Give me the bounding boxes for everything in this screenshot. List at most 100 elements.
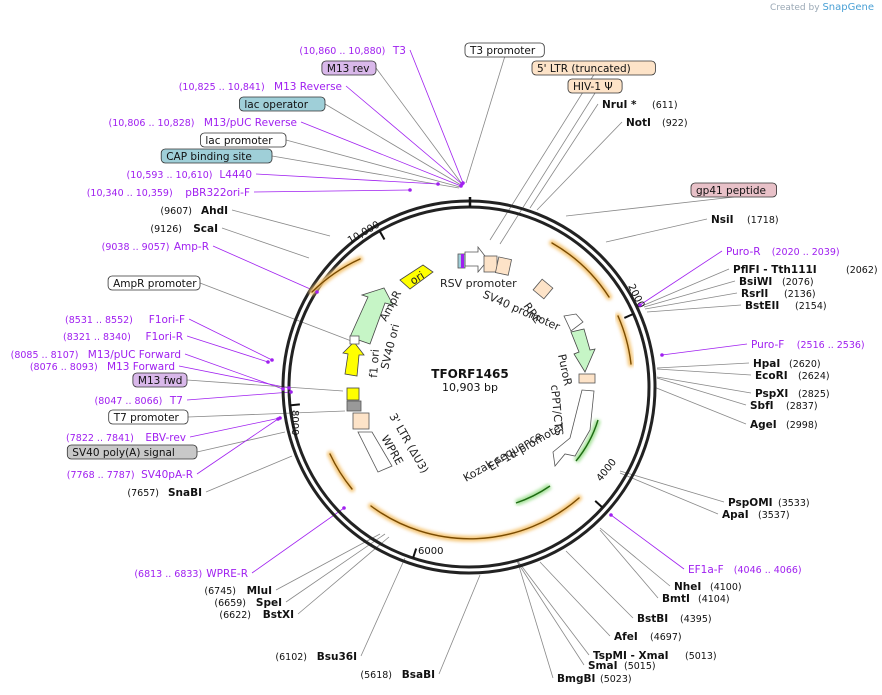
map-label-5-ltr-truncated: 5' LTR (truncated) — [531, 60, 656, 76]
primer-mark — [408, 188, 412, 192]
arc-green-2-line — [515, 485, 551, 504]
map-label-apai: ApaI(3537) — [722, 509, 790, 521]
feature-small-yellow — [346, 387, 360, 401]
label-text: BsiWI — [739, 276, 772, 288]
label-range: (8076 .. 8093) — [30, 362, 98, 373]
label-text: PspXI — [755, 388, 788, 400]
feature-3ltr-box — [352, 412, 370, 430]
feature-label-kozak-sequence: Kozak sequence — [461, 429, 545, 485]
map-label-m13-puc-forward: M13/pUC Forward(8085 .. 8107) — [11, 349, 181, 361]
label-text: WPRE-R — [206, 568, 248, 580]
label-position: (5618) — [360, 670, 392, 681]
label-text: T7 promoter — [113, 412, 180, 424]
leader-line — [619, 470, 725, 503]
leader-line — [345, 85, 463, 185]
leader-line — [231, 209, 331, 237]
map-label-sbfi: SbfI(2837) — [750, 400, 818, 412]
map-label-gp41-peptide: gp41 peptide — [690, 182, 777, 198]
label-position: (6102) — [275, 652, 307, 663]
label-text: SmaI — [588, 660, 618, 672]
label-position: (9126) — [150, 224, 182, 235]
label-text: NsiI — [711, 214, 734, 226]
map-label-puro-r: Puro-R(2020 .. 2039) — [726, 246, 840, 258]
leader-line — [186, 379, 344, 392]
map-label-ebv-rev: EBV-rev(7822 .. 7841) — [66, 432, 186, 444]
label-box — [531, 60, 656, 76]
feature-cppt-box — [578, 373, 596, 384]
primer-mark — [315, 290, 319, 294]
label-text: BstEII — [745, 300, 779, 312]
map-label-smai: SmaI(5015) — [588, 660, 656, 672]
primer-mark — [289, 390, 293, 394]
ruler-tick — [412, 548, 418, 559]
label-text: M13 Reverse — [274, 81, 342, 93]
map-label-cap-binding-site: CAP binding site — [160, 148, 273, 164]
label-range: (8321 .. 8340) — [63, 332, 131, 343]
label-text: M13 fwd — [138, 375, 183, 387]
label-range: (10,593 .. 10,610) — [127, 170, 213, 181]
map-label-ef1a-f: EF1a-F(4046 .. 4066) — [688, 564, 802, 576]
label-text: AgeI — [750, 419, 777, 431]
ruler-label: 8000 — [289, 410, 300, 435]
map-label-bstbi: BstBI(4395) — [637, 613, 712, 625]
map-label-afei: AfeI (4697) — [614, 631, 682, 643]
primer-mark — [342, 506, 346, 510]
label-position: (2076) — [782, 277, 814, 288]
label-text: PflFI - Tth111I — [733, 264, 817, 276]
label-text: M13/pUC Forward — [88, 349, 181, 361]
feature-label-sv40-ori: SV40 ori — [378, 323, 402, 371]
feature-ampr-arrow — [349, 287, 394, 345]
primer-mark — [266, 360, 270, 364]
label-text: SbfI — [750, 400, 774, 412]
ruler-tick — [623, 312, 634, 319]
map-label-nhei: NheI(4100) — [674, 581, 742, 593]
label-text: BmgBI — [557, 673, 595, 685]
label-position: (4697) — [650, 632, 682, 643]
map-label-f1ori-f: F1ori-F(8531 .. 8552) — [65, 314, 185, 326]
label-text: BstBI — [637, 613, 668, 625]
map-label-ampr-promoter: AmpR promoter — [107, 275, 201, 291]
label-range: (7768 .. 7787) — [67, 470, 135, 481]
label-range: (10,860 .. 10,880) — [299, 46, 385, 57]
label-text: RsrII — [741, 288, 768, 300]
map-label-snabi: SnaBI(7657) — [127, 487, 202, 499]
map-label-m13-puc-reverse: M13/pUC Reverse(10,806 .. 10,828) — [109, 117, 297, 129]
ruler-tick — [289, 403, 300, 407]
label-box — [690, 182, 777, 198]
label-text: MluI — [247, 585, 272, 597]
feature-rre-box — [532, 278, 554, 300]
feature-hiv-box-top — [494, 256, 512, 276]
label-text: Amp-R — [174, 241, 209, 253]
primer-mark — [660, 353, 664, 357]
label-position: (3537) — [758, 510, 790, 521]
label-text: 5' LTR (truncated) — [537, 63, 631, 75]
arc-puror-outer-line — [551, 242, 610, 298]
ruler-label: 4000 — [595, 457, 619, 484]
map-label-t3: T3(10,860 .. 10,880) — [299, 45, 406, 57]
feature-label-rsv-promoter: RSV promoter — [440, 277, 517, 290]
map-label-t7: T7(8047 .. 8066) — [95, 395, 183, 407]
label-position: (922) — [662, 118, 688, 129]
leader-line — [641, 268, 730, 307]
leader-line — [251, 507, 345, 574]
feature-puror-arrow — [570, 328, 596, 373]
label-text: EcoRI — [755, 370, 788, 382]
feature-m13-cluster — [461, 254, 464, 268]
leader-line — [656, 362, 750, 369]
label-text: NruI * — [602, 99, 637, 111]
plasmid-length: 10,903 bp — [442, 381, 498, 394]
leader-line — [186, 335, 269, 363]
label-box — [160, 148, 273, 164]
primer-mark — [281, 387, 285, 391]
map-label-bsiwi: BsiWI (2076) — [739, 276, 814, 288]
label-position: (5023) — [600, 674, 632, 685]
label-position: (7657) — [127, 488, 159, 499]
leader-line — [409, 49, 464, 184]
label-position: (3533) — [778, 498, 810, 509]
label-text: AfeI — [614, 631, 638, 643]
leader-line — [199, 282, 355, 343]
primer-mark — [287, 386, 291, 390]
leader-line — [656, 376, 752, 394]
leader-line — [656, 377, 747, 406]
